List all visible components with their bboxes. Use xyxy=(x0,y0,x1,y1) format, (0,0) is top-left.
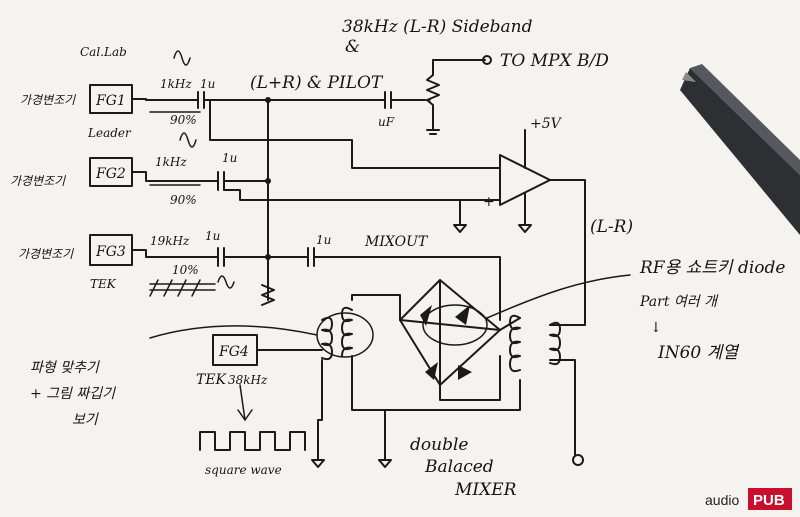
rf-note-arrow: ↓ xyxy=(650,320,662,336)
fg3-freq: 19kHz xyxy=(150,234,190,248)
fg3-brand: TEK xyxy=(90,277,117,291)
rf-note-arrow-line xyxy=(486,274,631,319)
output-pot xyxy=(426,59,440,131)
sine-wave-icon-1 xyxy=(173,50,191,66)
phase-note-line-2: + 그림 짜깁기 xyxy=(30,386,116,402)
transformer-right-secondary xyxy=(549,321,561,366)
supply-label: +5V xyxy=(530,116,563,132)
transformer-left-secondary xyxy=(341,306,353,357)
fg4-id: FG4 xyxy=(218,344,249,360)
ground-icon-2 xyxy=(518,192,532,233)
ground-icon-3 xyxy=(453,199,467,233)
watermark-badge xyxy=(748,488,792,510)
rf-note-line-2: Part 여러 개 xyxy=(639,294,719,310)
fg3-id: FG3 xyxy=(95,244,126,260)
ground-icon-4 xyxy=(378,409,392,468)
fg4-freq: 38kHz xyxy=(228,373,268,387)
square-note: square wave xyxy=(205,463,282,477)
fg2-output-wire xyxy=(131,171,219,182)
highlight-ellipse-2 xyxy=(422,304,488,346)
sum-resistor xyxy=(261,284,275,306)
diode-icon-2 xyxy=(455,305,470,325)
rf-note-line-1: RF용 쇼트키 diode xyxy=(639,258,785,278)
diode-icon-4 xyxy=(458,365,472,380)
mixer-label-1: double xyxy=(410,435,468,455)
mixer-output-terminal[interactable] xyxy=(572,454,584,466)
fg3-cap: 1u xyxy=(205,229,220,243)
mixout-cap-label: 1u xyxy=(316,233,331,247)
diff-label: (L-R) xyxy=(590,217,633,237)
mixout-wire xyxy=(313,256,501,321)
amp-noninverting-wire xyxy=(223,189,501,201)
plus-sign: + xyxy=(483,194,495,210)
fg1-freq: 1kHz xyxy=(160,77,192,91)
amp-output-wire xyxy=(549,179,586,321)
sum-pilot-label: (L+R) & PILOT xyxy=(250,73,384,93)
fg1-output-wire xyxy=(131,98,199,101)
fg1-cap: 1u xyxy=(200,77,215,91)
square-wave-icon xyxy=(199,431,306,451)
mixer-label-2: Balaced xyxy=(424,457,494,477)
mixout-label: MIXOUT xyxy=(364,234,429,250)
sideband-label: 38kHz (L-R) Sideband xyxy=(342,17,533,37)
watermark-prefix: audio xyxy=(705,492,739,508)
to-mpx-label: TO MPX B/D xyxy=(500,51,609,71)
fg1-level: 90% xyxy=(170,113,197,127)
diode-icon-3 xyxy=(425,362,438,380)
fg2-source-label: 가경변조기 xyxy=(10,174,66,188)
fg1-brand: Cal.Lab xyxy=(80,45,127,59)
fg2-brand: Leader xyxy=(87,126,132,140)
fg3-source-label: 가경변조기 xyxy=(18,247,74,261)
phase-note-arrow-line xyxy=(149,325,318,339)
cap-uf-label: uF xyxy=(378,115,395,129)
mixer-label-3: MIXER xyxy=(454,480,517,500)
fg2-level: 90% xyxy=(170,193,197,207)
ground-icon-5 xyxy=(311,419,325,468)
sine-wave-icon-3 xyxy=(217,275,235,289)
ampersand-label: & xyxy=(345,37,360,57)
transformer-left-primary xyxy=(321,316,333,361)
fg4-brand: TEK xyxy=(196,372,228,388)
phase-note-line-3: 보기 xyxy=(72,412,99,428)
fg2-cap: 1u xyxy=(222,151,237,165)
phase-note-line-1: 파형 맞추기 xyxy=(30,360,100,376)
pen-icon xyxy=(680,64,800,235)
fg2-freq: 1kHz xyxy=(155,155,187,169)
amp-inverting-wire xyxy=(209,99,501,169)
mpx-terminal[interactable] xyxy=(482,55,492,65)
fg3-output-wire xyxy=(131,249,219,258)
sine-wave-icon-2 xyxy=(179,132,197,148)
watermark-brand: PUB xyxy=(753,492,785,509)
fg1-source-label: 가경변조기 xyxy=(20,93,76,107)
fg1-id: FG1 xyxy=(95,93,126,109)
fg4-arrow xyxy=(237,384,253,422)
fg3-level: 10% xyxy=(172,263,199,277)
ground-icon-1 xyxy=(426,129,440,135)
fg3-level-pot xyxy=(149,279,216,297)
fg2-id: FG2 xyxy=(95,166,126,182)
transformer-right-primary xyxy=(509,314,521,373)
rf-note-line-3: IN60 계열 xyxy=(657,343,739,363)
